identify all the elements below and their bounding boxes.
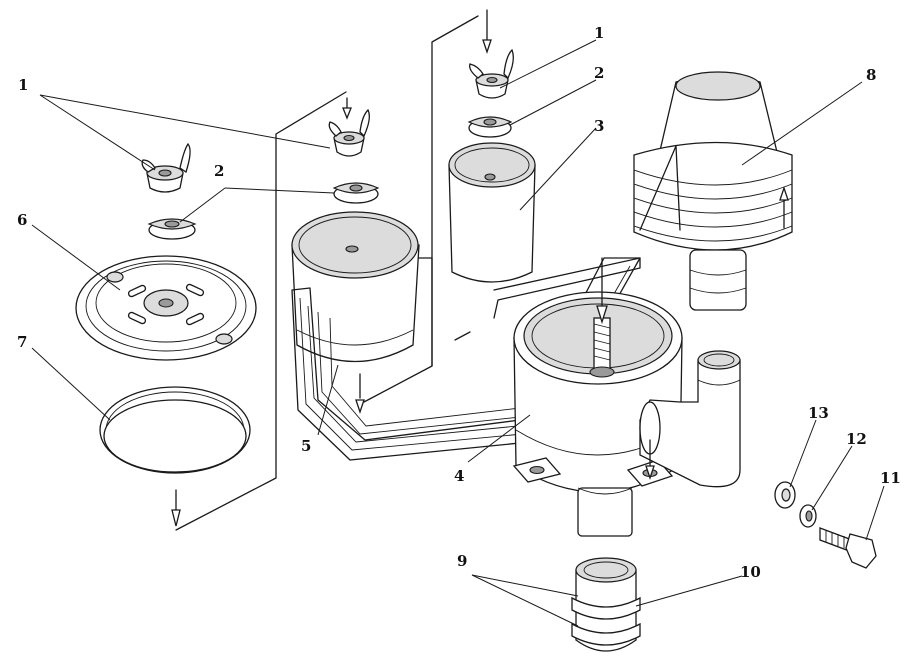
- panel-frame-center: [355, 15, 479, 415]
- left-wing-nut: [141, 142, 191, 193]
- callout-2-left: 2: [214, 162, 224, 180]
- callout-3: 3: [594, 117, 604, 135]
- callout-5: 5: [301, 437, 311, 455]
- panel-frame-left: [175, 91, 347, 531]
- center-wing-nut: [328, 97, 370, 157]
- center-washer: [332, 182, 380, 204]
- callout-10: 10: [740, 563, 761, 581]
- callout-13: 13: [808, 404, 829, 422]
- right-washer: [467, 116, 513, 138]
- callout-1-right: 1: [594, 24, 604, 42]
- cover-plate: [75, 255, 257, 361]
- assembly-arrow-left: [171, 489, 181, 527]
- flat-washer: [774, 481, 796, 509]
- callout-4: 4: [454, 467, 464, 485]
- center-stud: [589, 257, 615, 378]
- pre-cleaner: [633, 71, 793, 311]
- callout-1-left: 1: [18, 76, 28, 94]
- callout-9: 9: [457, 552, 467, 570]
- paper-filter-element: [291, 211, 420, 363]
- outlet-pipe: [639, 350, 741, 488]
- callout-labels: 1 2 6 7 5 1 2 3 8 4 13 12 11 9 10: [17, 24, 901, 581]
- sealing-ring: [99, 386, 251, 474]
- callout-8: 8: [866, 66, 876, 84]
- callout-12: 12: [846, 430, 867, 448]
- callout-2-right: 2: [594, 64, 604, 82]
- bolt: [819, 527, 877, 569]
- safety-cartridge: [448, 142, 536, 283]
- channel-guide-lines: [493, 257, 641, 319]
- leader-lines: [31, 39, 885, 627]
- lock-washer: [799, 504, 817, 528]
- callout-11: 11: [880, 469, 901, 487]
- callout-7: 7: [17, 333, 27, 351]
- connecting-sleeve: [571, 557, 641, 652]
- left-washer: [147, 218, 197, 240]
- right-wing-nut: [469, 9, 514, 99]
- callout-6: 6: [17, 211, 27, 229]
